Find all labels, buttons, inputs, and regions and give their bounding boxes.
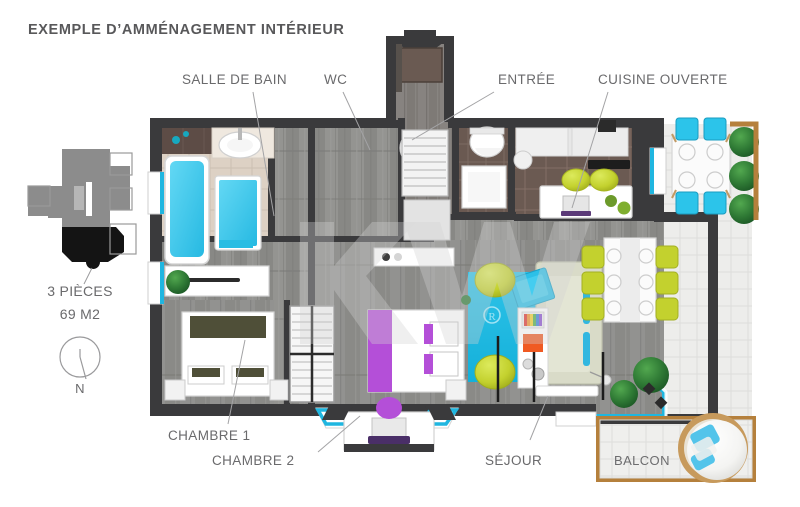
terrace-furniture xyxy=(671,117,759,224)
label-chambre-1: CHAMBRE 1 xyxy=(168,428,251,443)
bedroom-2-furniture xyxy=(367,247,471,401)
bathroom-fixtures xyxy=(164,127,275,297)
label-leader-lines xyxy=(227,91,609,453)
label-salle-de-bain: SALLE DE BAIN xyxy=(182,72,287,87)
building-key-plan xyxy=(27,149,137,285)
entrance-arrow xyxy=(396,30,444,60)
label-wc: WC xyxy=(324,72,348,87)
page-title: EXEMPLE D’AMMÉNAGEMENT INTÉRIEUR xyxy=(28,22,345,38)
living-room-furniture: R xyxy=(468,237,679,402)
area-label: 69 M2 xyxy=(59,306,101,322)
label-chambre-2: CHAMBRE 2 xyxy=(212,453,295,468)
wc-fixtures xyxy=(399,126,507,241)
label-sejour: SÉJOUR xyxy=(485,453,543,468)
kitchen-fixtures xyxy=(513,120,633,219)
watermark-kw xyxy=(300,222,590,344)
label-cuisine-ouverte: CUISINE OUVERTE xyxy=(598,72,728,87)
bay-desk xyxy=(322,397,456,452)
compass-north-label: N xyxy=(75,381,85,396)
rooms-count-label: 3 PIÈCES xyxy=(47,283,113,299)
svg-text:R: R xyxy=(488,311,496,323)
label-entree: ENTRÉE xyxy=(498,72,556,87)
wardrobe xyxy=(289,305,335,403)
label-balcon: BALCON xyxy=(614,453,670,468)
bedroom-1-furniture xyxy=(164,311,289,401)
compass-rose xyxy=(59,336,101,380)
